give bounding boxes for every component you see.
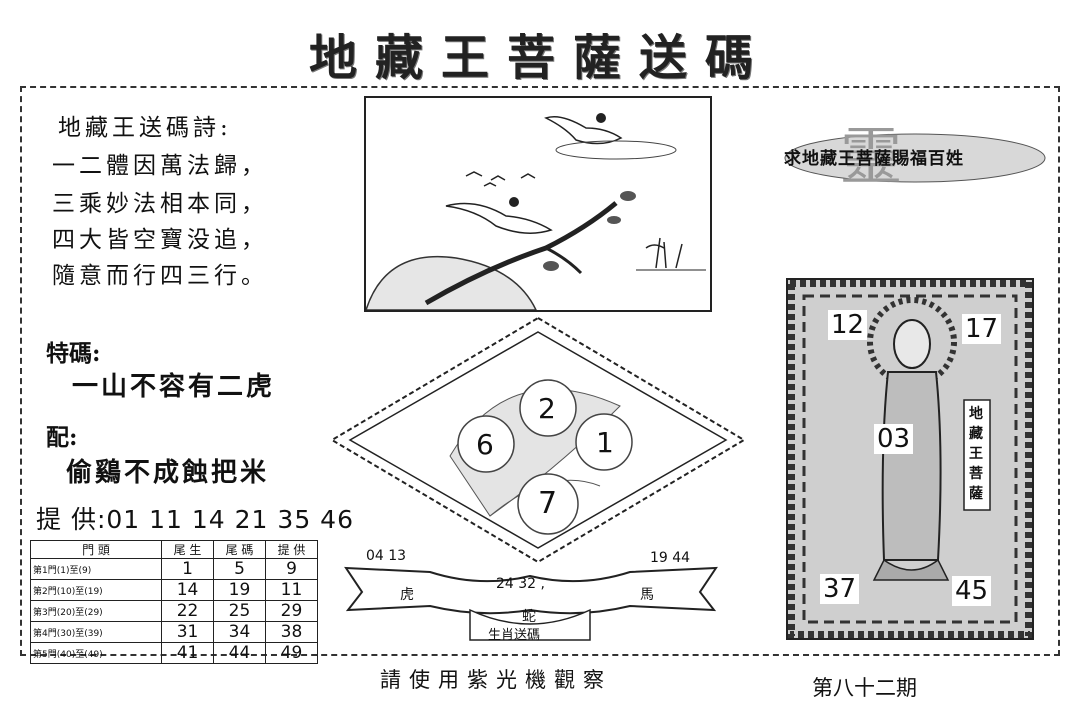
match-text: 偷鷄不成蝕把米 bbox=[66, 458, 270, 488]
poem-line-3: 四大皆空寶没追， bbox=[52, 227, 268, 253]
special-text: 一山不容有二虎 bbox=[72, 372, 276, 402]
table-row: 第4門(30)至(39) 31 34 38 bbox=[29, 621, 319, 643]
issue-number: 第八十二期 bbox=[812, 676, 917, 700]
buddha-number-center: 03 bbox=[874, 424, 914, 454]
number-table: 門 頭 尾 生 尾 碼 提 供 第1門(1)至(9) 1 5 9 第2門(10)… bbox=[29, 540, 319, 664]
table-header-row: 門 頭 尾 生 尾 碼 提 供 bbox=[29, 540, 319, 559]
diamond-number-top: 2 bbox=[538, 392, 556, 425]
table-row: 第5門(40)至(49) 41 44 49 bbox=[29, 642, 319, 664]
table-cell: 34 bbox=[213, 621, 266, 643]
diamond-shape bbox=[330, 316, 746, 564]
zodiac-banner: 04 13 19 44 24 32 , 虎 馬 蛇 生肖送碼 bbox=[340, 548, 722, 648]
table-header: 尾 碼 bbox=[213, 540, 266, 559]
poem-line-1: 一二體因萬法歸， bbox=[52, 153, 268, 179]
prayer-seal: 靈 求地藏王菩薩賜福百姓 bbox=[780, 120, 1050, 193]
diamond-panel: 2 6 1 7 bbox=[330, 316, 746, 564]
buddha-number-bottom-right: 45 bbox=[952, 576, 992, 606]
table-row: 第2門(10)至(19) 14 19 11 bbox=[29, 579, 319, 601]
seal-cloud bbox=[784, 133, 1046, 183]
diamond-number-left: 6 bbox=[476, 428, 494, 461]
table-cell: 第3門(20)至(29) bbox=[29, 600, 163, 622]
buddha-number-top-right: 17 bbox=[962, 314, 1002, 344]
diamond-number-bottom: 7 bbox=[538, 486, 558, 521]
table-cell: 11 bbox=[264, 579, 319, 601]
table-cell: 19 bbox=[213, 579, 266, 601]
poem-line-2: 三乘妙法相本同， bbox=[52, 191, 268, 217]
zodiac-middle-numbers: 24 32 , bbox=[496, 576, 545, 592]
table-cell: 49 bbox=[264, 642, 319, 664]
zodiac-left-animal: 虎 bbox=[400, 587, 414, 603]
table-cell: 14 bbox=[161, 579, 215, 601]
table-row: 第3門(20)至(29) 22 25 29 bbox=[29, 600, 319, 622]
table-cell: 41 bbox=[161, 642, 215, 664]
table-cell: 31 bbox=[161, 621, 215, 643]
table-header: 門 頭 bbox=[29, 540, 163, 559]
provide-numbers: 01 11 14 21 35 46 bbox=[106, 505, 354, 534]
table-cell: 1 bbox=[161, 558, 215, 580]
zodiac-right-numbers: 19 44 bbox=[650, 550, 691, 566]
table-cell: 第4門(30)至(39) bbox=[29, 621, 163, 643]
zodiac-caption: 生肖送碼 bbox=[488, 628, 541, 643]
table-cell: 第5門(40)至(49) bbox=[29, 642, 163, 664]
zodiac-left-numbers: 04 13 bbox=[366, 548, 407, 564]
match-label: 配: bbox=[46, 424, 78, 451]
zodiac-ribbon bbox=[344, 566, 718, 641]
page-title: 地藏王菩薩送碼 bbox=[308, 30, 771, 86]
table-cell: 29 bbox=[264, 600, 319, 622]
poem-line-4: 隨意而行四三行。 bbox=[52, 263, 268, 289]
bird-branch-drawing bbox=[364, 113, 706, 311]
table-cell: 44 bbox=[213, 642, 266, 664]
seal-text: 求地藏王菩薩賜福百姓 bbox=[784, 149, 964, 169]
zodiac-center-animal: 蛇 bbox=[522, 609, 536, 625]
table-cell: 25 bbox=[213, 600, 266, 622]
table-cell: 5 bbox=[213, 558, 266, 580]
table-header: 尾 生 bbox=[161, 540, 215, 559]
table-row: 第1門(1)至(9) 1 5 9 bbox=[29, 558, 319, 580]
provide-line: 提 供:01 11 14 21 35 46 bbox=[36, 500, 354, 536]
table-cell: 9 bbox=[264, 558, 319, 580]
table-cell: 22 bbox=[161, 600, 215, 622]
poem-heading: 地藏王送碼詩: bbox=[58, 115, 232, 141]
buddha-side-text: 地藏王菩薩 bbox=[969, 406, 983, 502]
buddha-panel: 12 17 03 37 45 地藏王菩薩 bbox=[785, 277, 1035, 641]
buddha-figure bbox=[785, 277, 1035, 641]
table-header: 提 供 bbox=[264, 540, 319, 559]
provide-label: 提 供: bbox=[36, 505, 107, 534]
table-cell: 38 bbox=[264, 621, 319, 643]
buddha-number-bottom-left: 37 bbox=[820, 574, 860, 604]
buddha-number-top-left: 12 bbox=[828, 310, 868, 340]
zodiac-right-animal: 馬 bbox=[640, 587, 654, 603]
special-label: 特碼: bbox=[46, 340, 101, 367]
dashed-frame bbox=[20, 86, 1060, 656]
diamond-number-right: 1 bbox=[596, 426, 614, 459]
table-cell: 第2門(10)至(19) bbox=[29, 579, 163, 601]
bird-scene-illustration bbox=[364, 96, 712, 312]
table-cell: 第1門(1)至(9) bbox=[29, 558, 163, 580]
footer-note: 請使用紫光機觀察 bbox=[380, 668, 612, 692]
seal-character: 靈 bbox=[840, 120, 903, 193]
